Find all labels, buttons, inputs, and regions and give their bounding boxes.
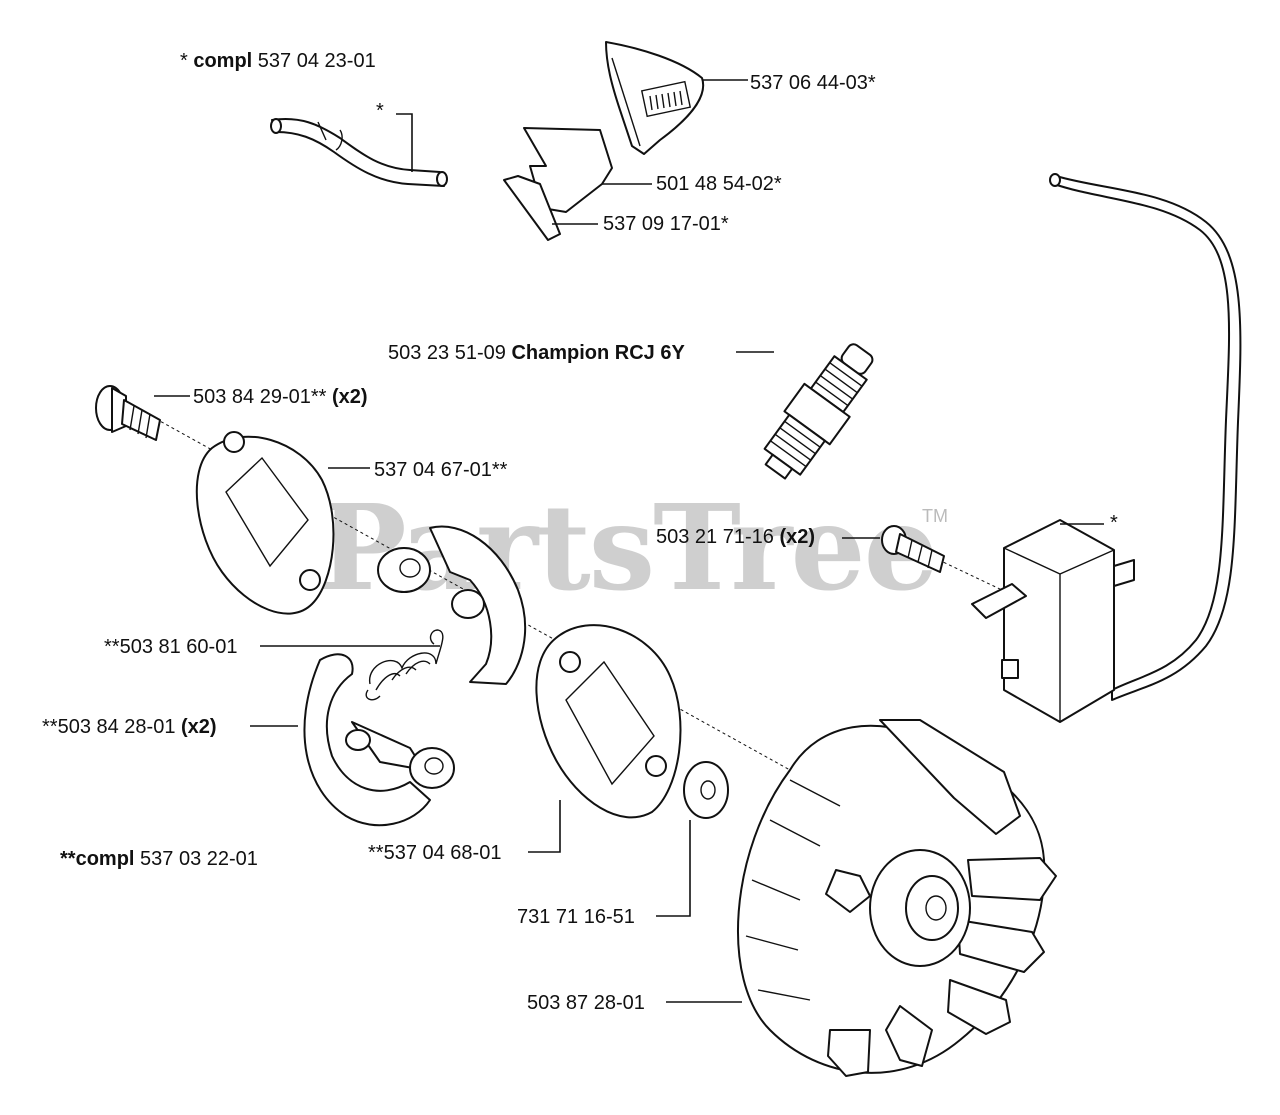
clutch-shoe-lower-drawing [303, 653, 455, 827]
screw-label: 503 84 29-01** (x2) [193, 386, 368, 408]
shoe-part: **503 84 28-01 [42, 716, 182, 738]
washer-label: 731 71 16-51 [517, 906, 635, 928]
leader-washer [656, 820, 691, 917]
watermark: PartsTree [318, 478, 939, 617]
part-label-537-09-17-01: 537 09 17-01* [603, 213, 729, 235]
ignition-asterisk: * [1110, 512, 1118, 534]
spark-plug-model: Champion RCJ 6Y [511, 342, 685, 364]
spring-drawing [365, 629, 444, 701]
plate-2-label: **537 04 68-01 [368, 842, 502, 864]
clutch-shoe-upper-drawing [377, 525, 527, 685]
spark-plug-drawing [763, 343, 874, 480]
ignition-screw-label: 503 21 71-16 (x2) [656, 526, 815, 548]
ignition-screw-qty: (x2) [779, 526, 816, 548]
watermark-trademark: TM [922, 506, 948, 526]
compl-bottom-bold: **compl [60, 848, 135, 870]
leader-hose [396, 113, 413, 172]
plate-1-drawing [195, 431, 335, 615]
ignition-lead-drawing [1049, 173, 1242, 701]
plate-1-label: 537 04 67-01** [374, 459, 508, 481]
compl-top-label: * compl 537 04 23-01 [180, 50, 376, 72]
flywheel-drawing [737, 719, 1057, 1077]
ignition-screw-drawing [881, 525, 945, 573]
compl-top-part: 537 04 23-01 [252, 50, 376, 72]
spark-plug-part: 503 23 51-09 [388, 342, 512, 364]
axis-line-clutch [139, 409, 791, 771]
part-label-537-06-44-03: 537 06 44-03* [750, 72, 876, 94]
compl-bottom-part: 537 03 22-01 [134, 848, 258, 870]
compl-bottom-label: **compl 537 03 22-01 [60, 848, 258, 870]
spring-label: **503 81 60-01 [104, 636, 238, 658]
spark-plug-label: 503 23 51-09 Champion RCJ 6Y [388, 342, 685, 364]
hose-asterisk: * [376, 100, 384, 122]
fuel-hose-drawing [270, 118, 448, 187]
plate-2-drawing [535, 624, 682, 819]
shoe-label: **503 84 28-01 (x2) [42, 716, 217, 738]
ignition-module-drawing [971, 519, 1135, 723]
leader-plate-2 [528, 800, 561, 853]
flywheel-label: 503 87 28-01 [527, 992, 645, 1014]
bracket-drawing [503, 127, 613, 241]
compl-top-bold: compl [193, 50, 253, 72]
shoe-qty: (x2) [181, 716, 217, 738]
ignition-screw-part: 503 21 71-16 [656, 526, 780, 548]
part-label-501-48-54-02: 501 48 54-02* [656, 173, 782, 195]
shield-drawing [605, 41, 705, 155]
compl-top-prefix: * [180, 50, 194, 72]
washer-drawing [683, 761, 729, 819]
screw-part: 503 84 29-01** [193, 386, 333, 408]
screw-drawing [95, 385, 161, 441]
screw-qty: (x2) [332, 386, 368, 408]
